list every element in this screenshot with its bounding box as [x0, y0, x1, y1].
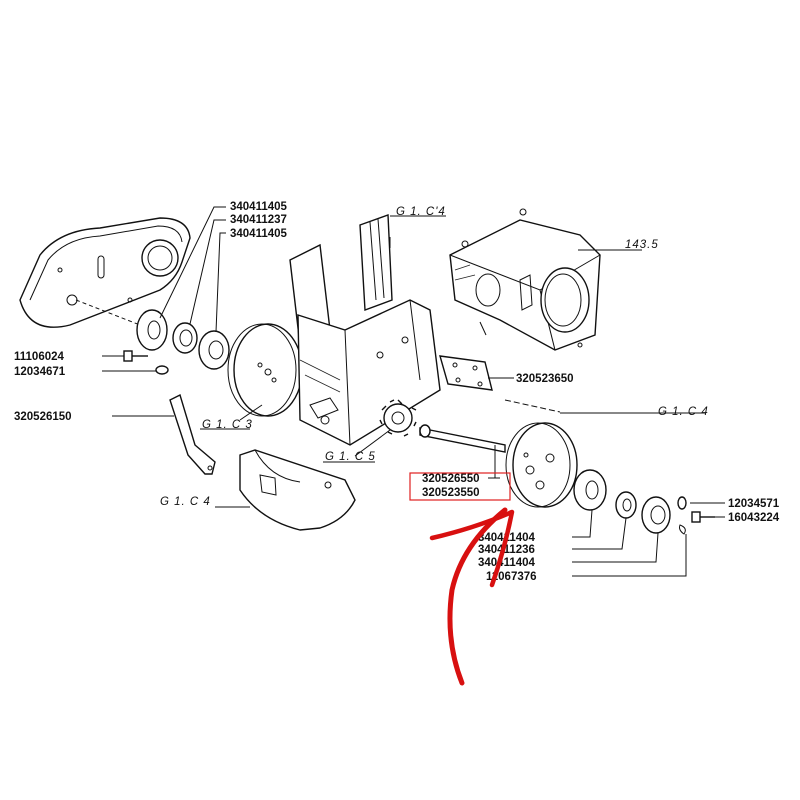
red-arrow-annotation	[429, 507, 515, 686]
pulley-disc	[227, 323, 303, 421]
pn-top-2: 340411237	[230, 214, 287, 226]
pn-right-2: 340411236	[478, 544, 535, 556]
highlight-box	[409, 472, 511, 501]
leaders-top-group	[159, 206, 226, 333]
pn-top-3: 340411405	[230, 228, 288, 240]
pn-right-3: 340411404	[478, 557, 536, 569]
pn-washer-left: 12034671	[14, 366, 66, 378]
curved-guard	[215, 449, 356, 531]
ref-143-label: 143.5	[625, 239, 659, 251]
screw-and-washer-left	[102, 350, 169, 375]
lever-arm	[112, 394, 216, 475]
dashed-reference-line	[504, 399, 561, 413]
fan-housing	[449, 208, 642, 351]
hub-disc	[505, 422, 578, 508]
pn-top-1: 340411405	[230, 201, 288, 213]
right-bearing-group	[573, 469, 715, 535]
gc5-label: G 1. C 5	[325, 451, 376, 463]
pn-shaft: 320526550	[422, 473, 480, 485]
pn-right-4: 11067376	[486, 571, 537, 583]
central-housing	[289, 214, 441, 446]
sprocket-gear	[354, 399, 417, 457]
pn-screw: 11106024	[14, 351, 65, 363]
gc4-top-label: G 1. C'4	[396, 206, 446, 218]
shaft	[419, 424, 506, 479]
pn-bolt-right: 16043224	[728, 512, 780, 524]
gc3-label: G 1. C 3	[202, 419, 253, 431]
pn-bracket: 320523650	[516, 373, 574, 385]
pn-lever: 320526150	[14, 411, 72, 423]
leaders-right-group	[572, 502, 725, 577]
pn-hub-disc: 320523550	[422, 487, 480, 499]
belt-cover	[19, 217, 191, 328]
bracket-plate	[439, 355, 514, 391]
gc4-mid-label: G 1. C 4	[658, 406, 709, 418]
pn-washer-right: 12034571	[728, 498, 780, 510]
gc4-bottom-label: G 1. C 4	[160, 496, 211, 508]
flange-bearing-group	[136, 309, 230, 370]
